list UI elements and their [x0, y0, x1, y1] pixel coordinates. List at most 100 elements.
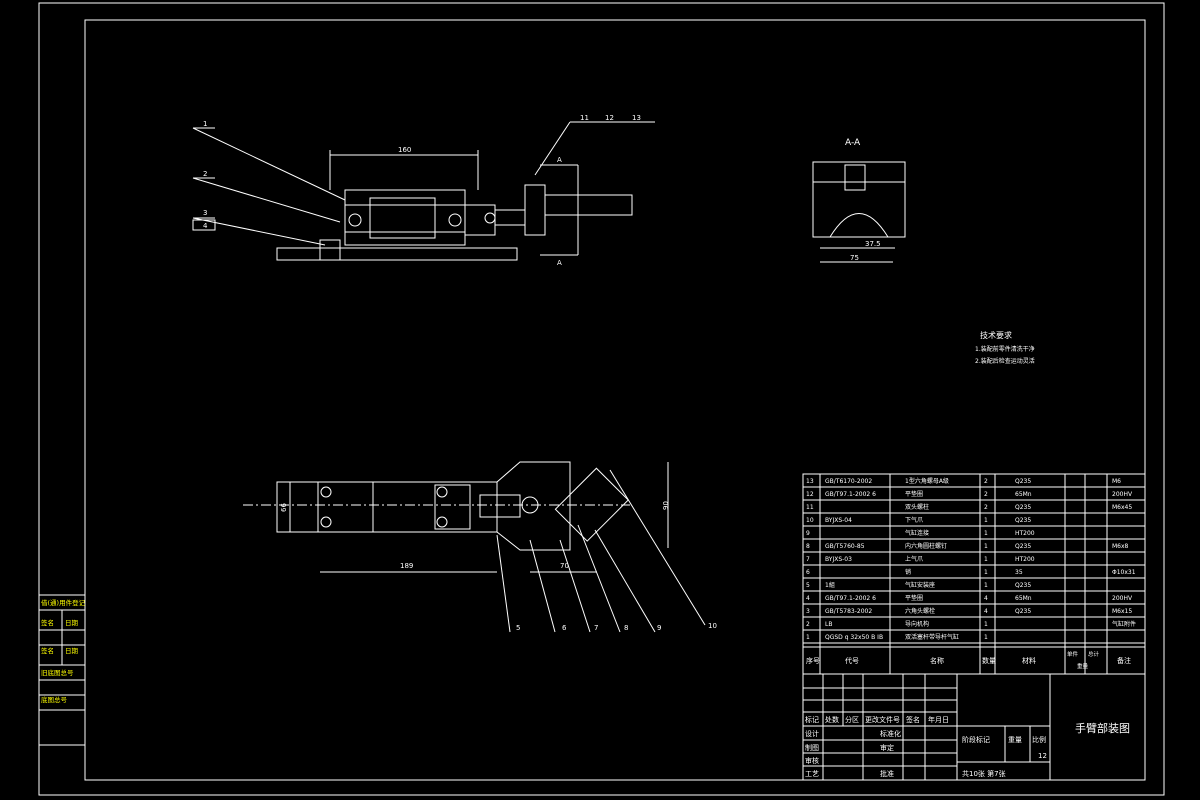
callout-11: 11 [580, 114, 589, 122]
tech-title: 技术要求 [980, 330, 1012, 340]
bom-cell-mat: 65Mn [1015, 491, 1032, 498]
bom-cell-note: M6x15 [1112, 608, 1132, 615]
bom-cell-no: 2 [806, 621, 810, 628]
bom-cell-no: 12 [806, 491, 814, 498]
tb-label-3: 更改文件号 [865, 715, 900, 724]
bom-h-code: 代号 [845, 656, 859, 665]
tb-role2-0: 标准化 [880, 729, 901, 738]
tb-role2-2: 批准 [880, 769, 894, 778]
bom-h-qty: 数量 [982, 656, 996, 665]
bom-cell-qty: 1 [984, 582, 988, 589]
inner-border [84, 19, 1146, 781]
bom-cell-mat: 65Mn [1015, 595, 1032, 602]
bom-cell-code: GB/T97.1-2002 6 [825, 595, 876, 602]
bom-cell-qty: 1 [984, 621, 988, 628]
side-dim-75: 75 [850, 254, 859, 262]
bom-cell-code: LB [825, 621, 832, 628]
bom-cell-note: 200HV [1112, 491, 1133, 498]
tech-requirements: 技术要求 1.装配前零件清洗干净 2.装配后检查运动灵活 [975, 330, 1035, 365]
bom-cell-no: 6 [806, 569, 810, 576]
bom-cell-qty: 1 [984, 556, 988, 563]
tb-sheet-info: 共10张 第7张 [962, 769, 1006, 778]
bom-cell-qty: 2 [984, 478, 988, 485]
section-mark-top: A [557, 156, 562, 164]
outer-border [38, 2, 1165, 796]
front-view: 160 A A 1 2 3 4 11 12 13 [192, 114, 655, 267]
bom-cell-qty: 4 [984, 608, 988, 615]
bom-h-no: 序号 [806, 656, 820, 665]
bom-cell-mat: 35 [1015, 569, 1023, 576]
tb-label-1: 处数 [825, 715, 839, 724]
bom-cell-mat: Q235 [1015, 543, 1031, 550]
bom-cell-code: GB/T97.1-2002 6 [825, 491, 876, 498]
bom-cell-name: 上气爪 [905, 555, 923, 563]
bom-cell-qty: 1 [984, 517, 988, 524]
tech-item-2: 2.装配后检查运动灵活 [975, 357, 1035, 365]
bom-cell-mat: Q235 [1015, 582, 1031, 589]
bom-cell-note: Φ10x31 [1112, 569, 1136, 576]
stamp-text-6: 日期 [65, 647, 79, 655]
title-block: 标记 处数 分区 更改文件号 签名 年月日 设计 制图 审核 工艺 标准化 审定… [802, 673, 1146, 781]
bom-h-total: 总计 [1088, 650, 1100, 658]
bom-cell-code: QGSD q 32x50 B IB [825, 634, 883, 641]
bom-cell-code: BYJXS-04 [825, 517, 852, 524]
bom-h-weight: 重量 [1077, 662, 1089, 670]
bom-cell-no: 7 [806, 556, 810, 563]
top-view: 66 189 70 90 5 6 7 8 9 10 [243, 461, 717, 633]
stamp-text-5: 签名 [41, 646, 54, 655]
tb-scale-value: 12 [1038, 752, 1047, 760]
callout-5: 5 [516, 624, 520, 632]
bom-cell-name: 导向机构 [905, 620, 929, 628]
bom-h-name: 名称 [930, 656, 944, 665]
tb-label-5: 年月日 [928, 715, 949, 724]
bom-cell-no: 8 [806, 543, 810, 550]
bom-cell-name: 双头螺柱 [905, 503, 929, 511]
callout-13: 13 [632, 114, 641, 122]
tb-role-0: 设计 [805, 729, 819, 738]
bom-cell-name: 气缸安装座 [905, 581, 935, 589]
tb-label-2: 分区 [845, 715, 859, 724]
bom-cell-name: 销 [905, 568, 911, 576]
bom-cell-note: M6x8 [1112, 543, 1129, 550]
bom-cell-no: 1 [806, 634, 810, 641]
bom-cell-name: 1型六角螺母A级 [905, 477, 949, 485]
tb-role2-1: 审定 [880, 743, 894, 752]
side-dim-37: 37.5 [865, 240, 881, 248]
stamp-text-4: 日期 [65, 619, 79, 627]
tb-stage: 阶段标记 [962, 735, 990, 744]
bom-cell-name: 下气爪 [905, 516, 923, 524]
bom-cell-mat: Q235 [1015, 608, 1031, 615]
bom-cell-note: M6 [1112, 478, 1121, 485]
bom-cell-no: 5 [806, 582, 810, 589]
callout-3: 3 [203, 209, 207, 217]
tb-label-4: 签名 [906, 715, 920, 724]
drawing-title: 手臂部装图 [1075, 721, 1130, 735]
bom-cell-code: GB/T6170-2002 [825, 478, 872, 485]
tb-role-1: 制图 [805, 743, 819, 752]
front-dim-160: 160 [398, 146, 411, 154]
callout-12: 12 [605, 114, 614, 122]
tb-role-3: 工艺 [805, 770, 819, 778]
tb-label-0: 标记 [805, 715, 819, 724]
bom-cell-qty: 2 [984, 504, 988, 511]
bom-cell-name: 气缸连接 [905, 529, 929, 537]
tech-item-1: 1.装配前零件清洗干净 [975, 345, 1035, 353]
top-dim-90: 90 [662, 501, 670, 510]
bom-cell-mat: Q235 [1015, 517, 1031, 524]
tb-weight: 重量 [1008, 736, 1022, 744]
side-view: A-A 37.5 75 [812, 138, 906, 263]
top-dim-70: 70 [560, 562, 569, 570]
bom-cell-no: 10 [806, 517, 814, 524]
bom-cell-qty: 1 [984, 569, 988, 576]
bom-cell-mat: Q235 [1015, 478, 1031, 485]
bom-cell-name: 六角头螺栓 [905, 607, 935, 615]
stamp-text-2: 底图总号 [41, 695, 68, 704]
top-dim-189: 189 [400, 562, 413, 570]
bom-cell-no: 11 [806, 504, 814, 511]
callout-9: 9 [657, 624, 661, 632]
bom-cell-name: 平垫圈 [905, 594, 923, 602]
callout-7: 7 [594, 624, 598, 632]
bom-cell-no: 4 [806, 595, 810, 602]
